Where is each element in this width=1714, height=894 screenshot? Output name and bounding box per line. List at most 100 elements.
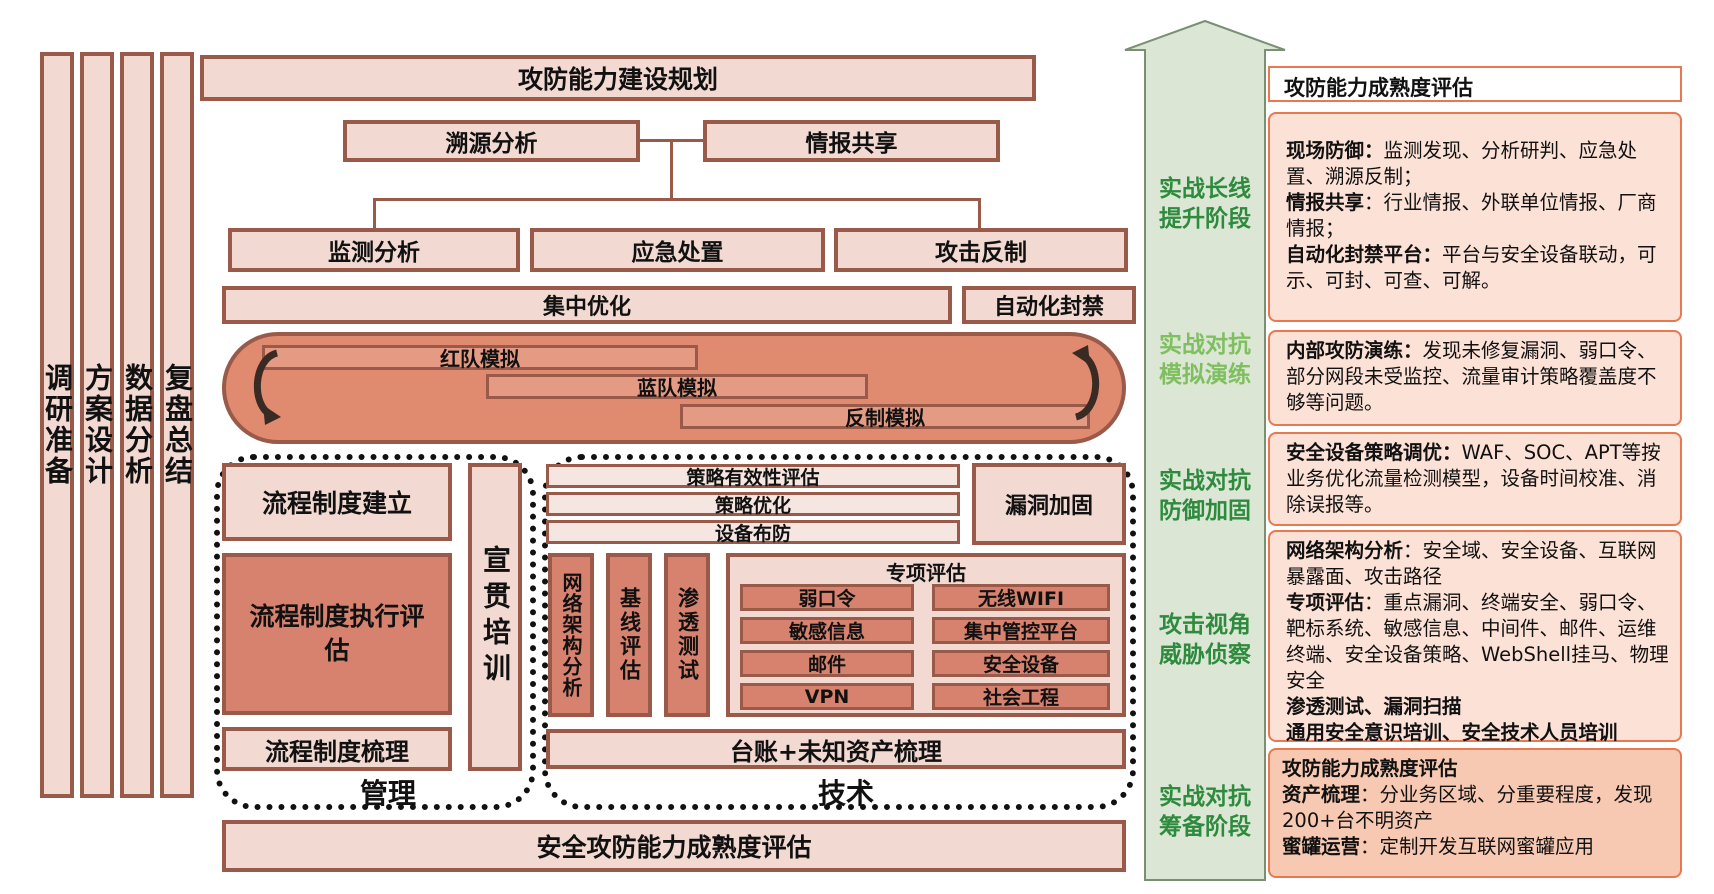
progress-up-arrow-icon [1124,19,1286,881]
emergency-box: 应急处置 [530,228,825,272]
stage-line: 筹备阶段 [1159,814,1251,840]
stage-line: 攻击视角 [1159,612,1251,638]
recon-box: 网络架构分析：安全域、安全设备、互联网暴露面、攻击路径 专项评估：重点漏洞、终端… [1268,530,1682,744]
column-research: 调研准备 [40,52,74,798]
special-item-label: VPN [804,685,850,708]
monitor-box: 监测分析 [228,228,520,272]
stage-line: 实战对抗 [1159,332,1251,358]
counter-box: 攻击反制 [834,228,1128,272]
process-execute-label: 流程制度执行评估 [249,602,425,665]
special-item-label: 无线WIFI [977,588,1065,610]
autoblock-box: 自动化封禁 [962,286,1136,324]
special-item-label: 安全设备 [982,654,1059,676]
box2-val: 发现未修复漏洞、弱口令、部分网段未受监控、流量审计策略覆盖度不够等问题。 [1286,339,1657,414]
device-tuning-box: 安全设备策略调优：WAF、SOC、APT等按业务优化流量检测模型，设备时间校准、… [1268,432,1682,526]
net-arch-label: 网络架构分析 [559,572,583,698]
column-label: 调研准备 [41,363,74,487]
box1-key3: 自动化封禁平台： [1286,243,1443,266]
maturity-eval-box: 安全攻防能力成熟度评估 [222,820,1126,872]
red-team-label: 红队模拟 [440,347,520,371]
column-review: 复盘总结 [160,52,194,798]
red-team-bar: 红队模拟 [262,345,698,371]
process-establish-label: 流程制度建立 [261,489,412,518]
special-item: 安全设备 [932,650,1110,677]
vuln-harden-label: 漏洞加固 [1004,494,1093,519]
stage-line: 模拟演练 [1159,362,1251,388]
technology-label: 技术 [818,777,875,810]
autoblock-label: 自动化封禁 [993,295,1104,320]
box1-val1: 监测发现、分析研判、应急处置、溯源反制； [1286,139,1638,188]
stage-label: 实战对抗防御加固 [1145,466,1265,526]
policy-opt-label: 策略优化 [714,494,791,517]
special-item: 集中管控平台 [932,617,1110,644]
stage-label: 实战长线提升阶段 [1145,174,1265,234]
connector-line [670,140,673,200]
box1-key2: 情报共享 [1286,191,1365,214]
box1-key1: 现场防御： [1286,139,1384,162]
counter-label: 攻击反制 [935,240,1027,266]
intel-label: 情报共享 [805,131,898,157]
box4-key3: 渗透测试、漏洞扫描 [1286,695,1462,718]
assets-label: 台账+未知资产梳理 [729,737,943,766]
process-establish-box: 流程制度建立 [222,463,452,541]
box4-val2: ：重点漏洞、终端安全、弱口令、靶标系统、敏感信息、中间件、邮件、运维终端、安全设… [1286,591,1669,692]
box5-val1: ：分业务区域、分重要程度，发现200+台不明资产 [1282,783,1653,832]
vuln-harden-box: 漏洞加固 [972,463,1126,545]
trace-box: 溯源分析 [343,120,640,162]
policy-eval-bar: 策略有效性评估 [546,464,960,489]
box5-title: 攻防能力成熟度评估 [1282,757,1458,780]
box5-key2: 蜜罐运营 [1282,835,1361,858]
emergency-label: 应急处置 [631,240,724,266]
stage-line: 提升阶段 [1159,206,1251,232]
trace-label: 溯源分析 [445,131,538,157]
deploy-label: 设备布防 [714,522,791,545]
stage-line: 防御加固 [1159,498,1251,524]
policy-opt-bar: 策略优化 [546,492,960,517]
box4-val1: ：安全域、安全设备、互联网暴露面、攻击路径 [1286,539,1657,588]
blue-team-label: 蓝队模拟 [637,376,717,400]
live-defense-box: 现场防御：监测发现、分析研判、应急处置、溯源反制； 情报共享：行业情报、外联单位… [1268,112,1682,322]
right-header: 攻防能力成熟度评估 [1268,66,1682,102]
counter-sim-label: 反制模拟 [845,406,925,430]
baseline-box: 基线评估 [606,553,652,717]
training-label: 宣贯培训 [479,545,512,689]
process-execute-box: 流程制度执行评估 [222,553,452,715]
counter-sim-bar: 反制模拟 [680,404,1090,430]
optimize-label: 集中优化 [542,295,631,320]
process-sort-label: 流程制度梳理 [265,737,409,766]
column-design: 方案设计 [80,52,114,798]
box4-key2: 专项评估 [1286,591,1365,614]
intel-box: 情报共享 [703,120,1000,162]
cycle-arrow-right-icon [1072,345,1099,421]
technology-group [542,454,1136,810]
special-item-label: 敏感信息 [788,621,865,643]
special-item-label: 社会工程 [982,687,1059,709]
connector-line [373,198,376,228]
box5-val2: ：定制开发互联网蜜罐应用 [1360,835,1595,858]
box4-key4: 通用安全意识培训、安全技术人员培训 [1286,721,1618,744]
training-box: 宣贯培训 [468,463,522,771]
stage-label: 攻击视角威胁侦察 [1145,610,1265,670]
special-item-label: 邮件 [807,654,846,676]
assets-box: 台账+未知资产梳理 [546,729,1126,769]
special-item: 社会工程 [932,683,1110,710]
box5-key1: 资产梳理 [1282,783,1361,806]
box3-val: WAF、SOC、APT等按业务优化流量检测模型，设备时间校准、消除误报等。 [1286,441,1661,516]
pentest-label: 渗透测试 [675,587,700,683]
management-group [214,454,536,810]
planning-label: 攻防能力建设规划 [517,65,718,94]
special-item: 弱口令 [740,584,914,611]
optimize-box: 集中优化 [222,286,952,324]
connector-line [978,198,981,228]
pentest-box: 渗透测试 [664,553,710,717]
column-label: 复盘总结 [161,363,194,487]
right-header-label: 攻防能力成熟度评估 [1284,76,1473,100]
box1-val3: 平台与安全设备联动，可示、可封、可查、可解。 [1286,243,1657,292]
special-item-label: 弱口令 [798,588,856,610]
monitor-label: 监测分析 [328,240,420,266]
column-label: 数据分析 [121,363,154,487]
special-item: 邮件 [740,650,914,677]
special-item-label: 集中管控平台 [963,621,1078,643]
box3-key: 安全设备策略调优： [1286,441,1462,464]
deploy-bar: 设备布防 [546,520,960,545]
